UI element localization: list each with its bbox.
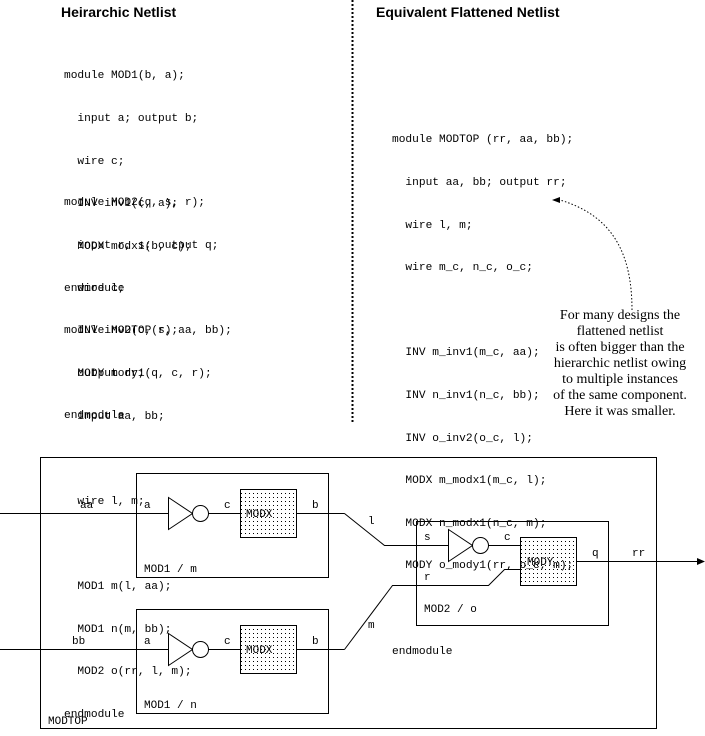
code-line: MODX modx1(b, c); [64, 240, 192, 253]
note-line: to multiple instances [562, 372, 678, 387]
note-line: hierarchic netlist owing [553, 356, 687, 371]
modx-block [240, 625, 297, 674]
code-line: wire l, m; [64, 495, 145, 508]
pin-label: q [592, 548, 599, 560]
instance-mod1-n: a c MODX b MOD1 / n [136, 609, 345, 714]
note-line: of the same component. [553, 388, 687, 403]
code-line: endmodule [64, 410, 125, 423]
instance-label: MOD1 / m [144, 564, 197, 576]
arrowhead-icon [552, 197, 560, 203]
instance-label: MOD2 / o [424, 604, 477, 616]
wire-aa-label: aa [80, 500, 94, 512]
block-label: MODX [246, 645, 273, 657]
note-line: Here it was smaller. [564, 404, 676, 419]
code-block-mod1: module MOD1(b, a); input a; output b; wi… [64, 41, 198, 311]
inverter-bubble-icon [192, 505, 209, 522]
inverter-icon [168, 632, 194, 667]
modtop-box [40, 457, 657, 729]
code-line: module MODTOP(r, aa, bb); [64, 325, 232, 338]
instance-box [136, 609, 329, 714]
annotation-note: For many designs the flattened netlist i… [532, 308, 705, 420]
inverter-bubble-icon [472, 537, 489, 554]
wire-rr-label: rr [632, 548, 645, 560]
flattened-netlist-title: Equivalent Flattened Netlist [376, 4, 560, 20]
annotation-arrow [559, 199, 633, 311]
pin-label: a [144, 500, 151, 512]
code-line: input aa, bb; output rr; [392, 177, 567, 189]
note-line: flattened netlist [576, 324, 664, 339]
inverter-icon [168, 496, 194, 531]
wire-l-label: l [368, 516, 375, 528]
code-line: wire c; [64, 282, 125, 295]
pin-label: b [312, 500, 319, 512]
code-line: MOD1 m(l, aa); [64, 580, 172, 593]
modtop-label: MODTOP [48, 716, 88, 728]
code-line: wire m_c, n_c, o_c; [392, 262, 533, 275]
code-line: MOD1 n(m, bb); [64, 623, 172, 636]
code-line: wire c; [64, 155, 125, 168]
modx-block [240, 489, 297, 538]
pin-label: b [312, 636, 319, 648]
pin-label: r [424, 572, 431, 584]
code-line: endmodule [392, 645, 453, 658]
code-line: input aa, bb; [64, 410, 165, 423]
output-arrow-icon [697, 558, 705, 565]
code-line: endmodule [64, 283, 125, 296]
pin-label: s [424, 532, 431, 544]
wire-bb-label: bb [72, 636, 85, 648]
pin-label: c [504, 532, 511, 544]
note-line: is often bigger than the [555, 340, 685, 355]
code-line: input a; output b; [64, 113, 199, 125]
code-line: module MOD2(q, s, r); [64, 197, 205, 210]
code-line: MODX m_modx1(m_c, l); [392, 475, 547, 488]
code-line: endmodule [64, 708, 125, 721]
code-line: MODX n_modx1(n_c, m); [392, 517, 547, 530]
hierarchic-netlist-title: Heirarchic Netlist [61, 4, 177, 20]
inverter-bubble-icon [192, 641, 209, 658]
block-label: MODY [527, 557, 554, 569]
pin-label: c [224, 636, 231, 648]
code-line: module MOD1(b, a); [64, 70, 185, 83]
instance-label: MOD1 / n [144, 700, 197, 712]
wire-m-label: m [368, 620, 375, 632]
code-line: INV m_inv1(m_c, aa); [392, 347, 540, 360]
code-block-flattened: module MODTOP (rr, aa, bb); input aa, bb… [392, 105, 573, 673]
code-line: wire l, m; [392, 219, 473, 232]
instance-box [416, 521, 609, 626]
code-line: input r, s; output q; [64, 240, 219, 252]
note-line: For many designs the [559, 308, 681, 323]
code-line: output rr; [64, 368, 145, 380]
code-block-mod2: module MOD2(q, s, r); input r, s; output… [64, 168, 218, 438]
pin-label: c [224, 500, 231, 512]
wire-m [344, 569, 521, 650]
wire-l [344, 513, 448, 546]
code-line: MODY mody1(q, c, r); [64, 367, 212, 380]
code-line: INV o_inv2(o_c, l); [392, 432, 533, 445]
pin-label: a [144, 636, 151, 648]
instance-box [136, 473, 329, 578]
instance-mod1-m: a c MODX b MOD1 / m [136, 473, 345, 578]
code-line: INV n_inv1(n_c, bb); [392, 389, 540, 402]
code-line: module MODTOP (rr, aa, bb); [392, 134, 574, 147]
instance-mod2-o: s r c MODY q MOD2 / o [416, 521, 609, 626]
inverter-icon [448, 528, 474, 563]
block-label: MODX [246, 509, 273, 521]
code-line: INV inv1(c, a); [64, 198, 179, 211]
code-line: INV inv2(c, s); [64, 325, 179, 338]
